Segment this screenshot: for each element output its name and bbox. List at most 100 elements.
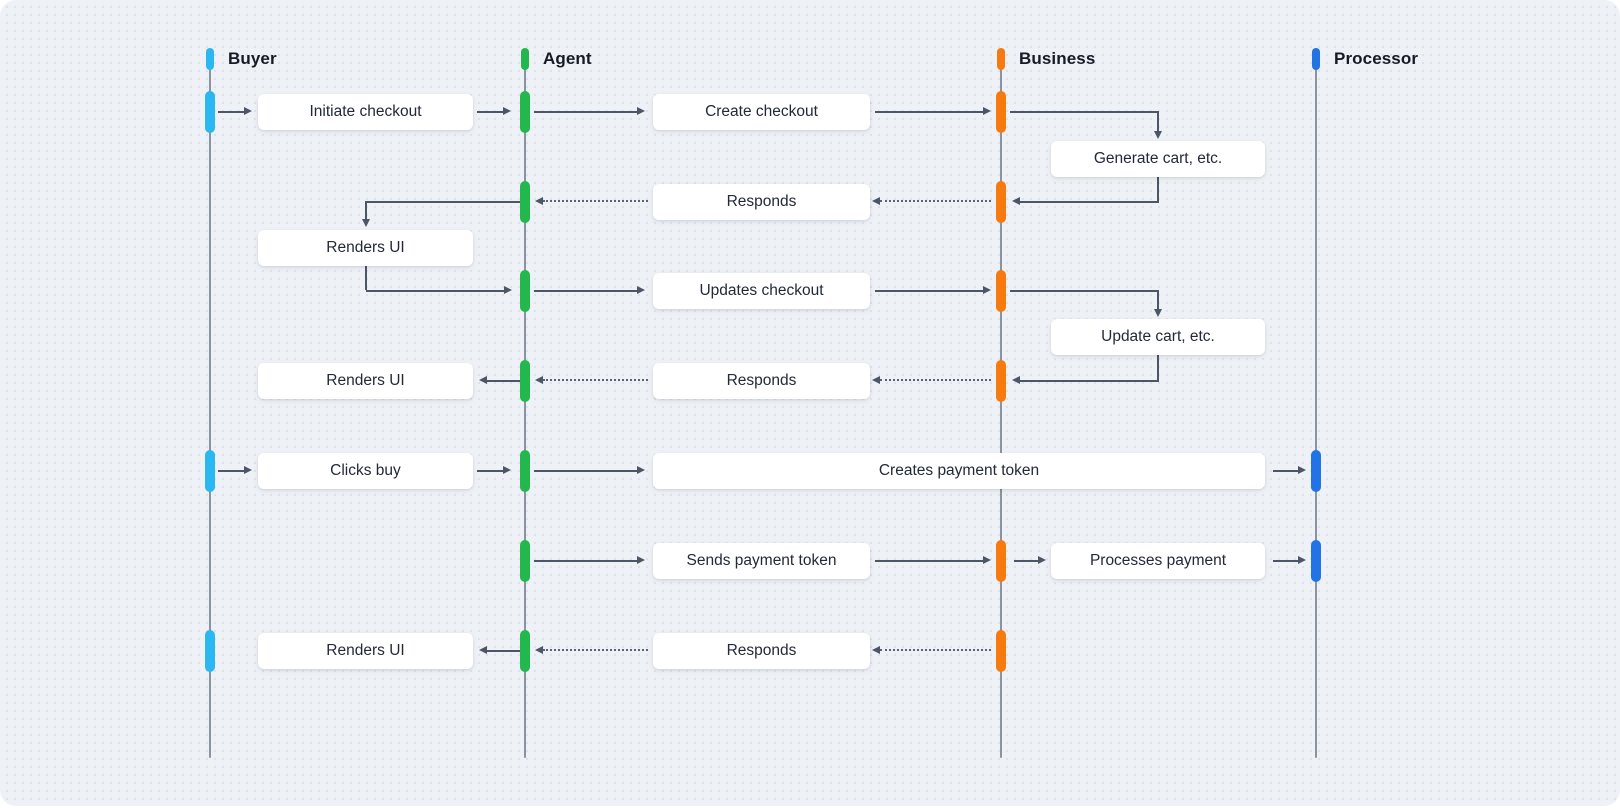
elbow-line — [365, 266, 367, 290]
arrow-line — [875, 290, 983, 292]
actor-pill-business — [997, 48, 1005, 70]
elbow-line — [365, 201, 367, 219]
arrowhead-left — [1012, 376, 1020, 384]
actor-pill-processor — [1312, 48, 1320, 70]
arrowhead-right — [244, 466, 252, 474]
lifeline-agent — [524, 58, 526, 758]
arrowhead-left — [479, 376, 487, 384]
arrowhead-left — [872, 197, 880, 205]
arrowhead-down — [1153, 309, 1162, 317]
elbow-line — [1020, 201, 1159, 203]
arrow-line — [534, 111, 637, 113]
message-box: Renders UI — [258, 363, 473, 399]
activation-pill — [520, 630, 530, 672]
activation-pill — [205, 630, 215, 672]
arrowhead-right — [503, 107, 511, 115]
message-box: Generate cart, etc. — [1051, 141, 1265, 177]
message-box: Responds — [653, 363, 870, 399]
dotted-arrow-line — [880, 200, 991, 202]
actor-label-agent: Agent — [543, 49, 592, 68]
dotted-arrow-line — [880, 649, 991, 651]
arrowhead-left — [479, 646, 487, 654]
elbow-line — [366, 201, 520, 203]
arrow-line — [477, 470, 503, 472]
arrowhead-right — [1298, 556, 1306, 564]
activation-pill — [520, 270, 530, 312]
arrowhead-right — [983, 556, 991, 564]
dotted-arrow-line — [543, 200, 648, 202]
arrow-line — [218, 111, 244, 113]
activation-pill — [1311, 540, 1321, 582]
activation-pill — [996, 181, 1006, 223]
activation-pill — [520, 450, 530, 492]
elbow-line — [366, 290, 504, 292]
arrowhead-right — [637, 107, 645, 115]
dotted-arrow-line — [543, 379, 648, 381]
arrowhead-right — [983, 286, 991, 294]
activation-pill — [996, 630, 1006, 672]
message-box: Responds — [653, 633, 870, 669]
arrowhead-left — [1012, 197, 1020, 205]
arrow-line — [487, 380, 520, 382]
arrow-line — [534, 560, 637, 562]
arrowhead-right — [1298, 466, 1306, 474]
message-box: Updates checkout — [653, 273, 870, 309]
activation-pill — [520, 91, 530, 133]
arrow-line — [1014, 560, 1038, 562]
elbow-line — [1010, 111, 1159, 113]
dotted-arrow-line — [880, 379, 991, 381]
arrow-line — [1273, 560, 1298, 562]
message-box: Clicks buy — [258, 453, 473, 489]
arrowhead-left — [535, 646, 543, 654]
activation-pill — [520, 360, 530, 402]
message-box: Initiate checkout — [258, 94, 473, 130]
arrowhead-down — [361, 219, 370, 227]
lifeline-buyer — [209, 58, 211, 758]
activation-pill — [996, 540, 1006, 582]
elbow-line — [1020, 380, 1159, 382]
arrowhead-left — [872, 646, 880, 654]
activation-pill — [996, 360, 1006, 402]
lifeline-business — [1000, 58, 1002, 758]
elbow-line — [1157, 111, 1159, 131]
arrowhead-right — [983, 107, 991, 115]
arrow-line — [875, 111, 983, 113]
activation-pill — [996, 270, 1006, 312]
arrowhead-right — [637, 286, 645, 294]
activation-pill — [520, 540, 530, 582]
elbow-line — [1157, 355, 1159, 380]
arrow-line — [534, 290, 637, 292]
arrow-line — [487, 650, 520, 652]
lifeline-processor — [1315, 58, 1317, 758]
actor-pill-buyer — [206, 48, 214, 70]
arrowhead-right — [244, 107, 252, 115]
arrowhead-right — [504, 286, 512, 294]
arrow-line — [218, 470, 244, 472]
message-box: Creates payment token — [653, 453, 1265, 489]
actor-pill-agent — [521, 48, 529, 70]
message-box: Responds — [653, 184, 870, 220]
elbow-line — [1010, 290, 1159, 292]
arrowhead-left — [535, 376, 543, 384]
arrowhead-down — [1153, 131, 1162, 139]
arrowhead-right — [637, 556, 645, 564]
arrowhead-right — [1038, 556, 1046, 564]
message-box: Create checkout — [653, 94, 870, 130]
arrowhead-left — [535, 197, 543, 205]
activation-pill — [520, 181, 530, 223]
message-box: Processes payment — [1051, 543, 1265, 579]
arrow-line — [477, 111, 503, 113]
arrowhead-left — [872, 376, 880, 384]
actor-label-buyer: Buyer — [228, 49, 277, 68]
activation-pill — [996, 91, 1006, 133]
arrowhead-right — [637, 466, 645, 474]
message-box: Sends payment token — [653, 543, 870, 579]
elbow-line — [1157, 177, 1159, 201]
arrow-line — [534, 470, 637, 472]
message-box: Renders UI — [258, 633, 473, 669]
activation-pill — [1311, 450, 1321, 492]
arrow-line — [1273, 470, 1298, 472]
elbow-line — [1157, 290, 1159, 309]
activation-pill — [205, 91, 215, 133]
